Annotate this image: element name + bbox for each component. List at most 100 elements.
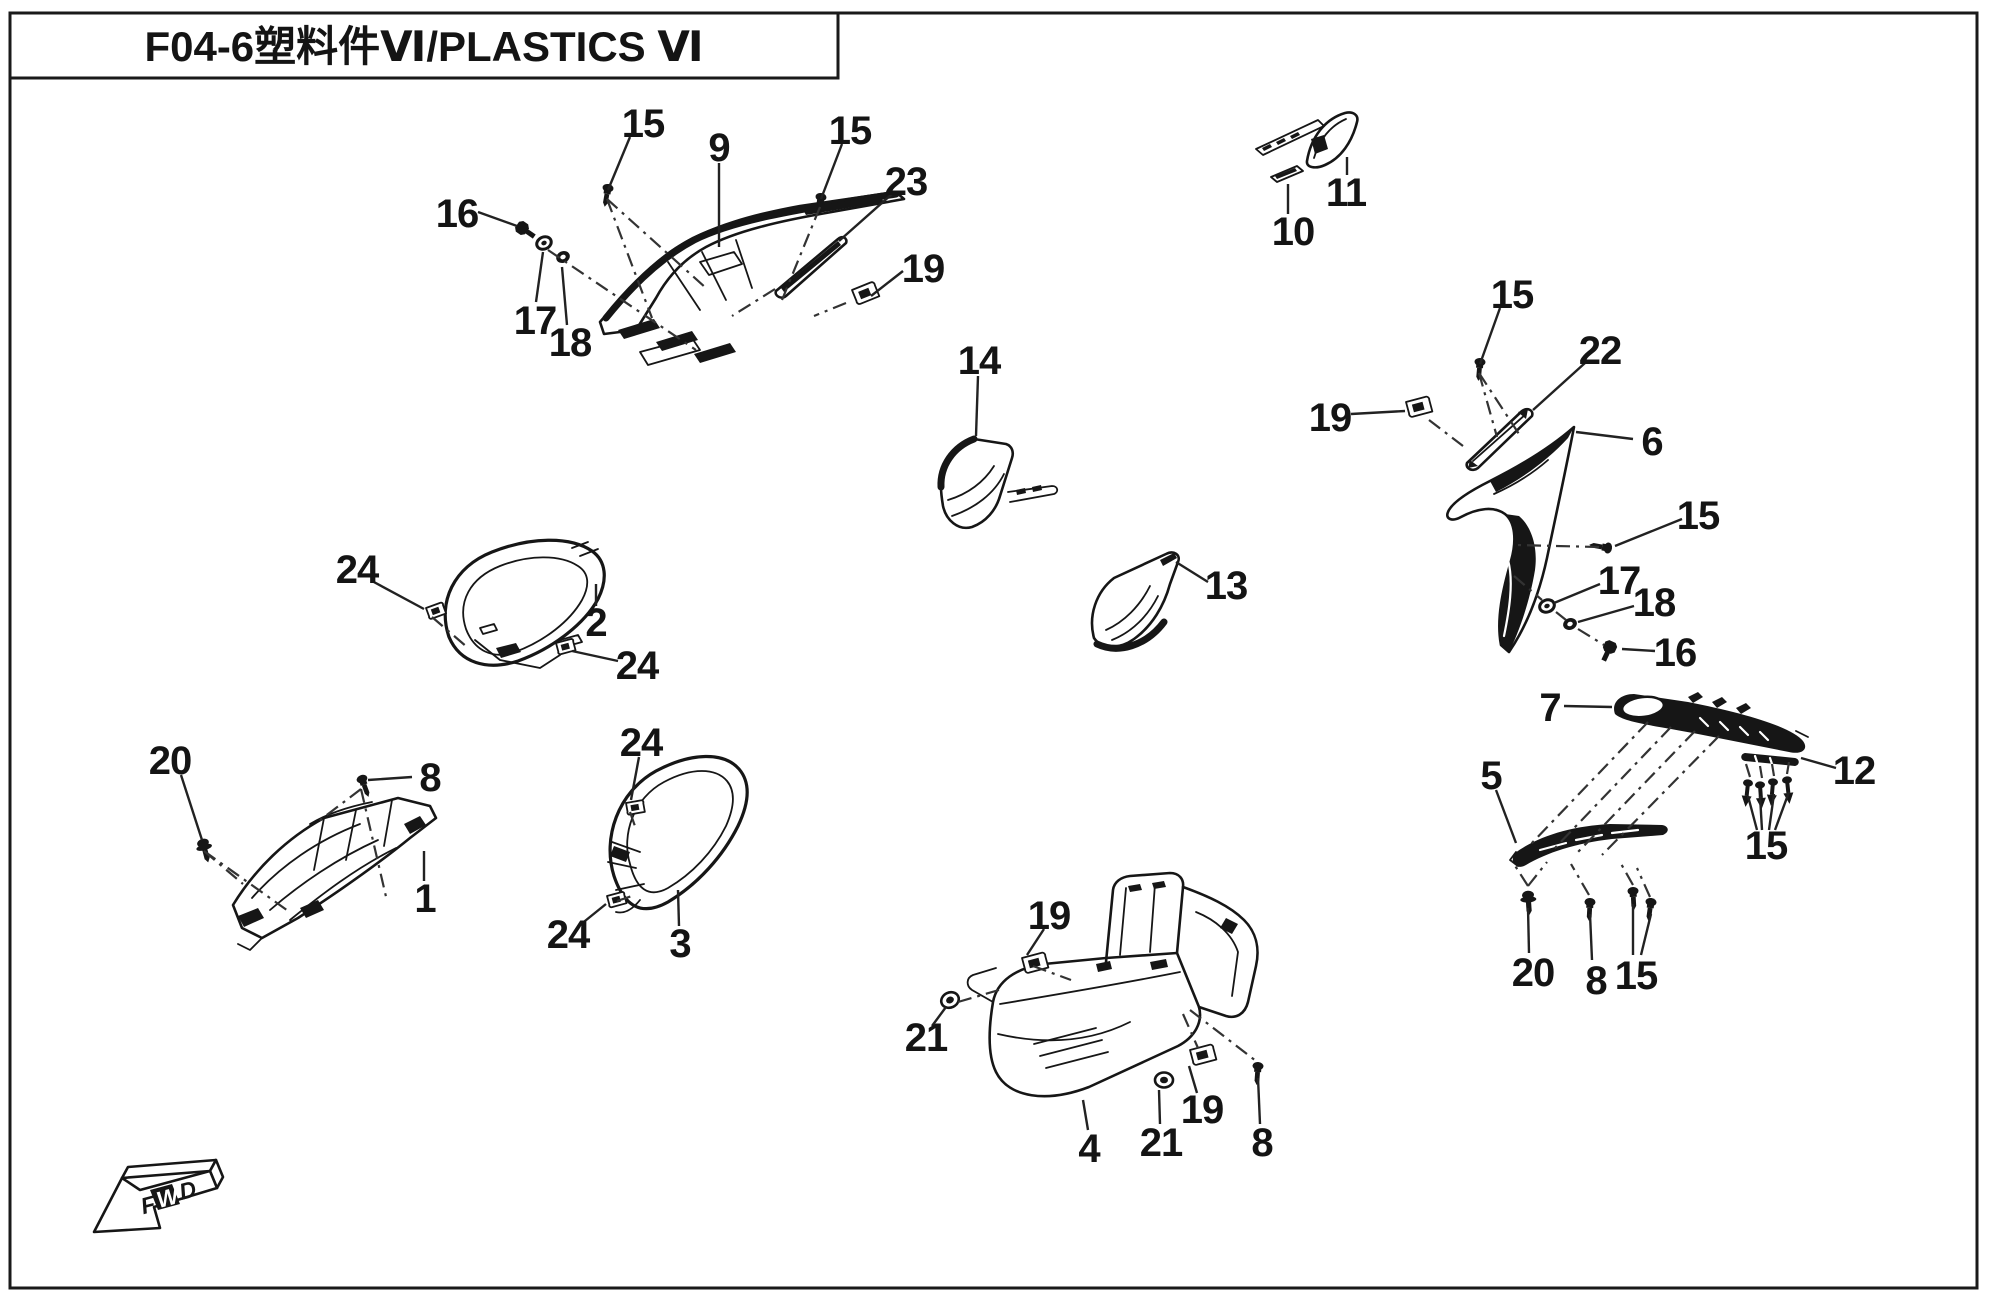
leader-line-21-35 (931, 1006, 947, 1027)
alignment-line-22 (1527, 861, 1548, 887)
part-11-drawing (1255, 111, 1359, 169)
leader-line-15-24 (1639, 913, 1653, 956)
alignment-line-9 (1515, 543, 1600, 549)
callout-5-20: 5 (1480, 754, 1502, 798)
leader-line-20-22 (1526, 907, 1531, 954)
part-12-drawing (1741, 753, 1799, 766)
leader-line-23-3 (838, 193, 893, 242)
callout-17-15: 17 (1598, 559, 1641, 603)
alignment-line-26 (431, 616, 468, 648)
screw-15-rack-1 (1740, 778, 1754, 808)
part-10-drawing (1270, 165, 1304, 183)
callout-19-4: 19 (902, 247, 945, 291)
leader-line-4-36 (1081, 1099, 1090, 1131)
alignment-line-1 (606, 198, 707, 289)
alignment-line-11 (1555, 611, 1567, 621)
leader-line-15-21 (1758, 795, 1764, 831)
bolt-16-c (1597, 638, 1619, 664)
leader-line-15-2 (819, 143, 844, 200)
part-13-drawing (1090, 551, 1180, 652)
callout-12-19: 12 (1833, 749, 1876, 793)
leader-line-13-41 (1175, 560, 1209, 584)
leader-line-5-20 (1494, 789, 1518, 844)
callout-18-7: 18 (549, 321, 592, 365)
leader-line-24-27 (571, 649, 619, 663)
bolt-16-a (513, 219, 539, 242)
callout-15-14: 15 (1677, 494, 1720, 538)
callout-24-27: 24 (616, 644, 660, 688)
alignment-line-33 (1032, 964, 1072, 982)
leader-line-14-40 (974, 375, 980, 437)
alignment-line-17 (1744, 763, 1752, 778)
part-1-drawing (231, 796, 438, 951)
clip-24-c (624, 799, 647, 816)
callout-8-29: 8 (419, 756, 441, 800)
callout-24-25: 24 (336, 548, 380, 592)
callout-24-31: 24 (620, 721, 664, 765)
leader-line-16-17 (1621, 647, 1656, 653)
alignment-line-24 (1619, 861, 1634, 886)
leader-line-19-34 (1025, 928, 1046, 956)
callout-4-36: 4 (1078, 1127, 1101, 1171)
callout-20-28: 20 (149, 739, 192, 783)
alignment-line-12 (1577, 628, 1605, 646)
leader-line-22-11 (1532, 362, 1586, 411)
leader-line-24-25 (371, 579, 425, 611)
leader-line-19-38 (1187, 1065, 1199, 1094)
leader-line-15-0 (606, 136, 632, 191)
callout-1-30: 1 (414, 877, 436, 921)
clip-19-i2 (1188, 1043, 1218, 1067)
leader-line-18-16 (1577, 604, 1635, 624)
part-3-drawing (607, 754, 749, 914)
alignment-line-25 (1635, 867, 1652, 898)
alignment-line-35 (1189, 1009, 1257, 1062)
callout-21-37: 21 (1140, 1121, 1183, 1165)
alignment-line-0 (605, 198, 654, 319)
part-drawings (194, 111, 1809, 1098)
callout-7-18: 7 (1539, 686, 1560, 730)
callout-20-22: 20 (1512, 951, 1555, 995)
leader-line-6-13 (1575, 430, 1634, 441)
callout-19-12: 19 (1309, 396, 1352, 440)
alignment-line-21 (1511, 860, 1529, 887)
leader-line-17-15 (1553, 582, 1601, 605)
part-9-drawing (598, 190, 906, 366)
grommet-21-a (937, 988, 963, 1012)
callout-6-13: 6 (1641, 420, 1662, 464)
leader-line-15-21 (1746, 795, 1759, 831)
callout-15-10: 15 (1491, 273, 1534, 317)
page-title: F04-6塑料件Ⅵ/PLASTICS Ⅵ (144, 23, 703, 70)
screw-8-g (355, 773, 374, 799)
leader-line-8-39 (1256, 1077, 1262, 1125)
screw-15-rack-4 (1781, 775, 1795, 805)
alignment-line-6 (1477, 372, 1499, 438)
callout-15-24: 15 (1615, 954, 1658, 998)
leader-line-21-37 (1157, 1089, 1162, 1125)
callout-16-17: 16 (1654, 631, 1697, 675)
callout-23-3: 23 (885, 160, 928, 204)
leader-line-24-32 (579, 903, 607, 926)
part-14-drawing (937, 435, 1059, 530)
part-4-drawing (966, 871, 1259, 1098)
callout-11-8: 11 (1326, 171, 1367, 215)
leader-line-19-12 (1350, 409, 1406, 416)
leader-line-20-28 (179, 774, 204, 841)
callout-3-33: 3 (669, 922, 690, 966)
alignment-line-3 (547, 249, 697, 351)
part-19-clip-c (1405, 395, 1434, 418)
part-23-drawing (774, 235, 848, 299)
callout-15-0: 15 (622, 102, 665, 146)
callout-13-41: 13 (1205, 564, 1248, 608)
callout-10-9: 10 (1272, 210, 1315, 254)
alignment-lines (203, 198, 1791, 1062)
alignment-line-29 (314, 788, 362, 825)
callout-17-6: 17 (514, 299, 557, 343)
alignment-line-18 (1758, 765, 1764, 779)
alignment-line-34 (957, 988, 1000, 1004)
leader-line-12-19 (1800, 756, 1837, 770)
leader-line-15-14 (1614, 517, 1683, 548)
alignment-line-2 (780, 206, 822, 301)
alignment-line-19 (1770, 763, 1776, 777)
